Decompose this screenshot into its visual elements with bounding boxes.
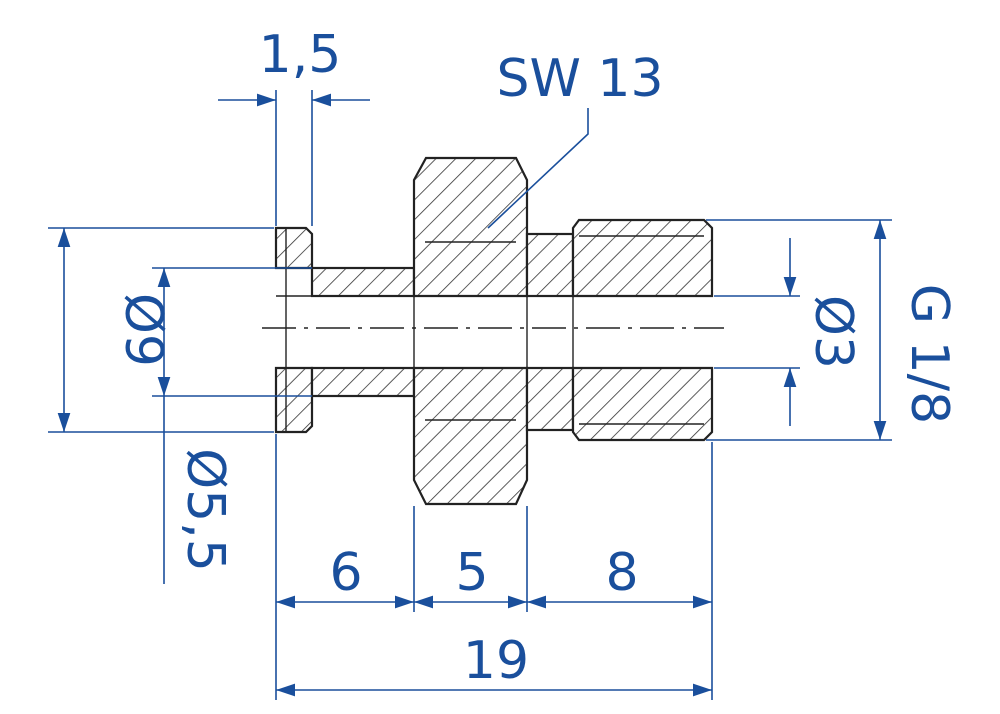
flange-upper bbox=[274, 226, 314, 270]
undercut-upper bbox=[525, 232, 575, 298]
dim-length-thread: 8 bbox=[605, 543, 638, 603]
dim-neck-diameter: Ø5,5 bbox=[175, 448, 235, 572]
undercut-lower bbox=[525, 366, 575, 432]
hex-lower bbox=[412, 366, 529, 506]
thread-upper bbox=[571, 218, 714, 298]
neck-lower bbox=[310, 366, 416, 398]
part-section-upper bbox=[274, 156, 714, 298]
dim-length-total: 19 bbox=[463, 631, 529, 691]
dim-length-hex: 5 bbox=[455, 543, 488, 603]
neck-upper bbox=[310, 266, 416, 298]
bore-lines bbox=[262, 228, 724, 432]
dim-flange-thickness: 1,5 bbox=[259, 25, 342, 85]
flange-lower bbox=[274, 366, 314, 434]
thread-lower bbox=[571, 366, 714, 442]
dim-thread: G 1/8 bbox=[899, 284, 959, 425]
dim-length-neck: 6 bbox=[329, 543, 362, 603]
hex-upper bbox=[412, 156, 529, 298]
dim-bore-diameter: Ø3 bbox=[803, 295, 863, 369]
dim-flange-diameter: Ø9 bbox=[113, 293, 173, 367]
dimension-lines bbox=[48, 90, 892, 700]
dim-wrench-size: SW 13 bbox=[496, 49, 663, 109]
part-section-lower bbox=[274, 366, 714, 506]
